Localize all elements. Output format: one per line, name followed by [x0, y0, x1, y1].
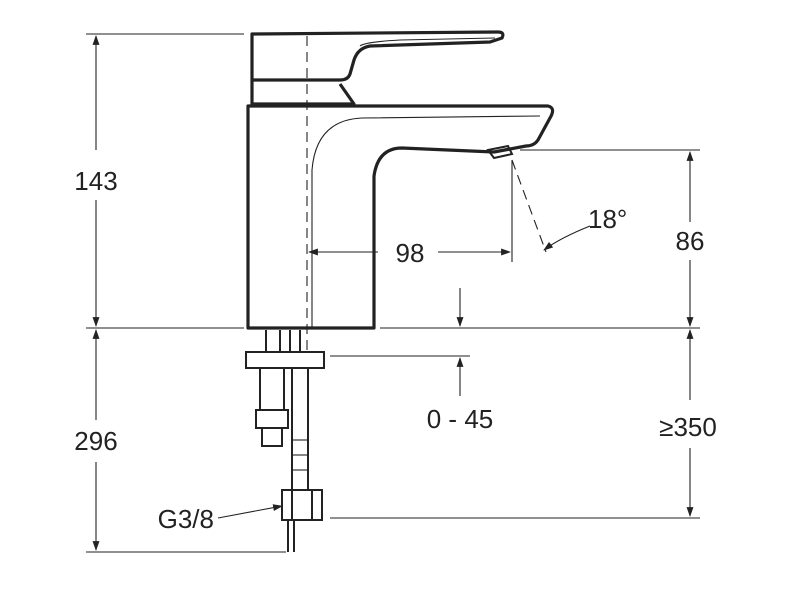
mounting-stud [245, 330, 325, 447]
dimension-label-143: 143 [74, 166, 117, 196]
faucet-spout-body [246, 104, 555, 330]
connection-callout: G3/8 [158, 504, 283, 534]
dimension-0-45: 0 - 45 [427, 288, 494, 434]
dimension-86: 86 [676, 151, 705, 327]
dimension-label-86: 86 [676, 226, 705, 256]
dimension-98: 98 [308, 238, 511, 268]
dimension-18-degrees: 18° [543, 204, 627, 251]
dimension-350: ≥350 [659, 329, 717, 517]
faucet-lever [250, 30, 505, 82]
dimension-label-18-degrees: 18° [588, 204, 627, 234]
dimension-label-0-45: 0 - 45 [427, 404, 494, 434]
connection-nut [281, 489, 323, 552]
dimension-label-296: 296 [74, 426, 117, 456]
dimension-label-98: 98 [396, 238, 425, 268]
dimension-296: 296 [74, 329, 118, 551]
connection-label: G3/8 [158, 504, 214, 534]
supply-hose [289, 330, 309, 490]
extension-lines [86, 33, 700, 553]
faucet-cartridge-collar [250, 80, 356, 106]
spray-angle-line [511, 159, 547, 253]
dimension-label-350: ≥350 [659, 412, 717, 442]
dimension-143: 143 [74, 35, 118, 327]
